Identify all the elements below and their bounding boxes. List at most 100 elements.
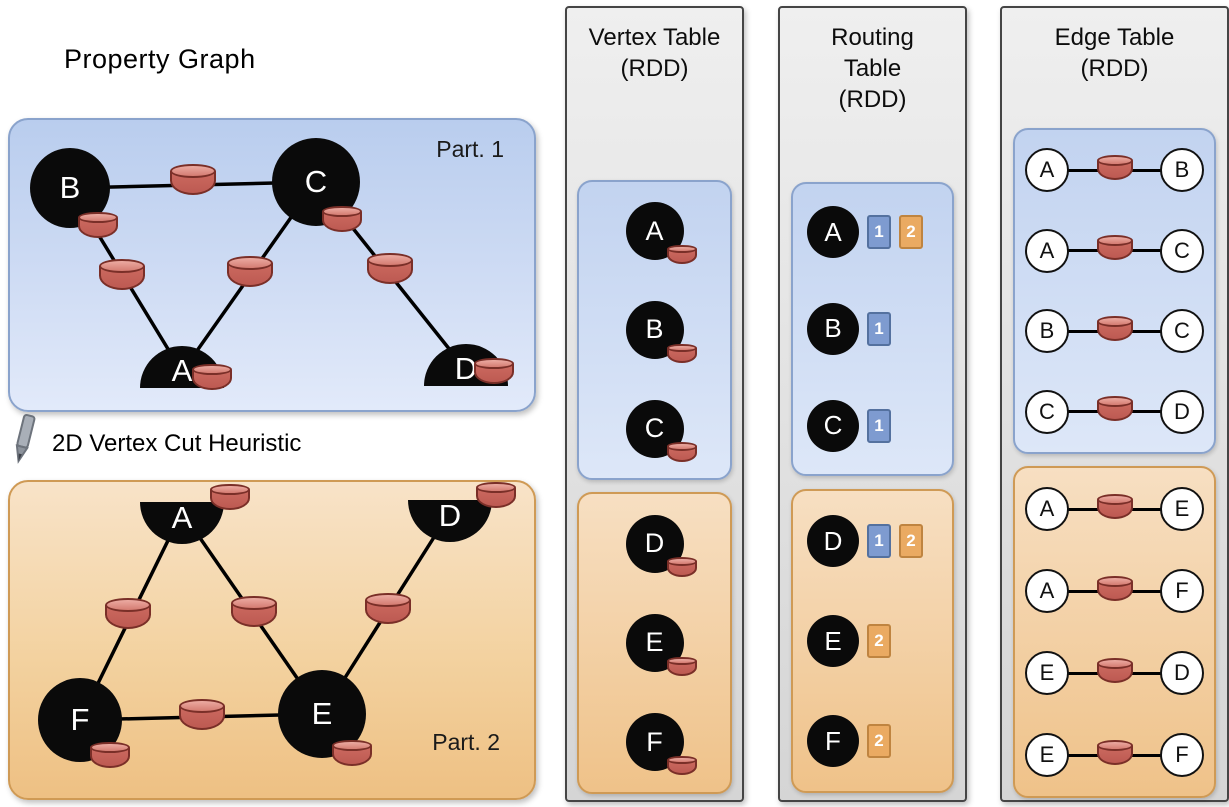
partition-2-label: Part. 2 <box>432 729 500 755</box>
pencil-icon <box>15 413 36 464</box>
edge-table-title-line1: Edge Table <box>1054 24 1175 51</box>
routing-table-title: Routing Table (RDD) <box>780 8 965 116</box>
edge-property-cylinder <box>1096 739 1133 765</box>
vertex-circle: C <box>807 399 859 452</box>
vertex-label: D <box>1174 398 1190 424</box>
vertex-property-cylinder <box>474 357 514 384</box>
edge-property-cylinder <box>1096 396 1133 422</box>
vertex-label: D <box>1174 660 1190 685</box>
vertex-label: A <box>645 215 664 246</box>
routing-table-column: Routing Table (RDD) A 1 2 B 1 C 1 D 1 2 <box>778 6 967 802</box>
vertex-label: D <box>438 498 462 533</box>
edge-dst-circle: F <box>1160 733 1204 777</box>
partition-badge: 2 <box>867 724 891 758</box>
routing-row: A 1 2 <box>793 206 952 259</box>
vertex-label: C <box>823 410 843 441</box>
edge-src-circle: A <box>1025 487 1069 531</box>
partition-2-box: Part. 2 A D F E <box>8 480 536 800</box>
vertex-label: F <box>646 726 663 757</box>
vertex-property-cylinder <box>210 483 250 510</box>
vertex-label: A <box>171 353 193 389</box>
vertex-label: C <box>1174 318 1190 344</box>
edge-row: E D <box>1015 651 1214 695</box>
edge-dst-circle: D <box>1160 651 1204 695</box>
edge-row: C D <box>1015 389 1214 434</box>
vertex-property-cylinder <box>476 481 516 508</box>
vertex-table-title-line2: (RDD) <box>620 55 689 83</box>
edge-table-title: Edge Table (RDD) <box>1002 8 1227 84</box>
vertex-label: A <box>1039 237 1055 263</box>
vertex-table-column: Vertex Table (RDD) A B C D E <box>565 6 744 802</box>
vertex-label: C <box>1039 398 1055 424</box>
vertex-property-cylinder <box>332 739 372 766</box>
vertex-label: F <box>70 701 90 737</box>
vertex-label: B <box>824 313 842 344</box>
edge-dst-circle: C <box>1160 309 1204 354</box>
edge-table-partition-2: A E A F E D E F <box>1013 466 1216 798</box>
edge-src-circle: C <box>1025 389 1069 434</box>
vertex-label: C <box>1174 237 1190 263</box>
vertex-label: A <box>1039 157 1055 183</box>
partition-badge: 1 <box>867 524 891 558</box>
edge-row: A F <box>1015 569 1214 613</box>
vertex-property-cylinder <box>78 211 118 238</box>
vertex-table-title-line1: Vertex Table <box>588 24 721 51</box>
vertex-label: C <box>644 413 665 444</box>
partition-1-label: Part. 1 <box>436 136 504 162</box>
vertex-label: A <box>171 500 193 535</box>
edge-property-cylinder <box>1096 657 1133 683</box>
vertex-label: E <box>311 695 333 731</box>
vertex-entry: F <box>625 713 697 776</box>
vertex-label: E <box>1039 660 1055 685</box>
edge-property-cylinder <box>231 595 277 627</box>
vertex-entry: B <box>625 300 697 363</box>
edge-property-cylinder <box>227 255 273 287</box>
vertex-label: A <box>1039 496 1055 521</box>
vertex-label: D <box>644 528 665 559</box>
partition-badge: 1 <box>867 215 891 250</box>
property-graph-title: Property Graph <box>64 44 256 74</box>
vertex-label: B <box>645 314 664 345</box>
cut-heuristic-label: 2D Vertex Cut Heuristic <box>52 430 302 457</box>
edge-dst-circle: B <box>1160 148 1204 193</box>
vertex-label: C <box>304 163 328 199</box>
edge-row: A B <box>1015 148 1214 193</box>
vertex-property-cylinder <box>322 205 362 232</box>
vertex-property-cylinder <box>666 244 697 265</box>
vertex-label: A <box>1039 578 1055 603</box>
vertex-circle: B <box>807 302 859 355</box>
edge-src-circle: A <box>1025 148 1069 193</box>
edge-dst-circle: F <box>1160 569 1204 613</box>
routing-row: D 1 2 <box>793 515 952 567</box>
routing-table-partition-2: D 1 2 E 2 F 2 <box>791 489 954 793</box>
vertex-property-cylinder <box>192 363 232 390</box>
vertex-label: A <box>824 216 842 247</box>
edge-property-cylinder <box>365 592 411 624</box>
edge-property-cylinder <box>1096 235 1133 261</box>
vertex-label: D <box>823 525 843 556</box>
edge-property-cylinder <box>105 597 151 629</box>
edge-property-cylinder <box>367 252 413 284</box>
routing-row: B 1 <box>793 302 952 355</box>
vertex-property-cylinder <box>666 343 697 363</box>
routing-row: F 2 <box>793 715 952 767</box>
edge-src-circle: A <box>1025 569 1069 613</box>
partition-badge: 2 <box>867 624 891 658</box>
routing-table-partition-1: A 1 2 B 1 C 1 <box>791 182 954 476</box>
vertex-circle: E <box>625 613 684 672</box>
edge-src-circle: E <box>1025 651 1069 695</box>
vertex-entry: C <box>625 399 697 462</box>
edge-dst-circle: C <box>1160 228 1204 273</box>
vertex-label: B <box>1039 318 1055 344</box>
vertex-label: E <box>1174 496 1190 521</box>
edge-property-cylinder <box>1096 575 1133 601</box>
edge-src-circle: B <box>1025 309 1069 354</box>
edge-row: A C <box>1015 228 1214 273</box>
vertex-label: F <box>1175 742 1189 767</box>
vertex-circle: A <box>807 206 859 259</box>
partition-badge: 2 <box>899 524 923 558</box>
edge-row: A E <box>1015 487 1214 531</box>
vertex-entry: D <box>625 514 697 577</box>
partition-badge: 1 <box>867 408 891 443</box>
vertex-label: E <box>824 625 842 656</box>
